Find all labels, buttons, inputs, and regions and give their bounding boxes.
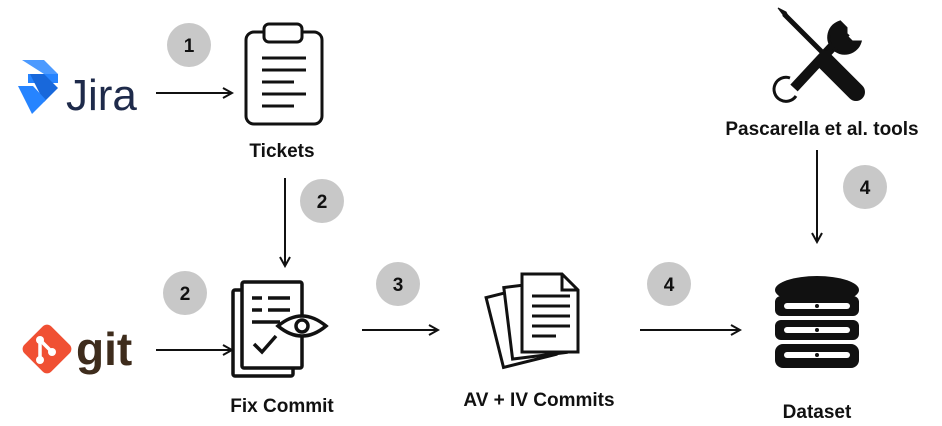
step-badge-4-commits: 4: [647, 262, 691, 306]
jira-icon: [18, 60, 58, 114]
step-number: 2: [317, 192, 328, 213]
step-number: 1: [184, 36, 195, 57]
tickets-label: Tickets: [249, 141, 314, 162]
step-number: 4: [860, 178, 871, 199]
git-icon: [22, 324, 72, 374]
database-icon: [775, 276, 859, 368]
step-badge-3: 3: [376, 262, 420, 306]
step-badge-2-tickets: 2: [300, 179, 344, 223]
step-badge-1: 1: [167, 23, 211, 67]
step-badge-4-tools: 4: [843, 165, 887, 209]
git-wordmark: git: [76, 323, 132, 375]
dataset-label: Dataset: [783, 402, 852, 423]
tools-label: Pascarella et al. tools: [725, 119, 918, 140]
step-number: 2: [180, 284, 191, 305]
fix-commit-label: Fix Commit: [230, 396, 334, 417]
git-logo: git: [22, 323, 132, 375]
arrows: [156, 93, 817, 350]
step-number: 3: [393, 275, 404, 296]
documents-icon: [484, 272, 580, 370]
jira-logo: Jira: [18, 60, 137, 120]
clipboard-icon: [244, 22, 324, 126]
step-number: 4: [664, 275, 675, 296]
step-badge-2-git: 2: [163, 271, 207, 315]
document-review-icon: [231, 280, 329, 378]
jira-wordmark: Jira: [66, 71, 137, 120]
tools-icon: [772, 7, 865, 103]
av-iv-commits-label: AV + IV Commits: [463, 390, 614, 411]
